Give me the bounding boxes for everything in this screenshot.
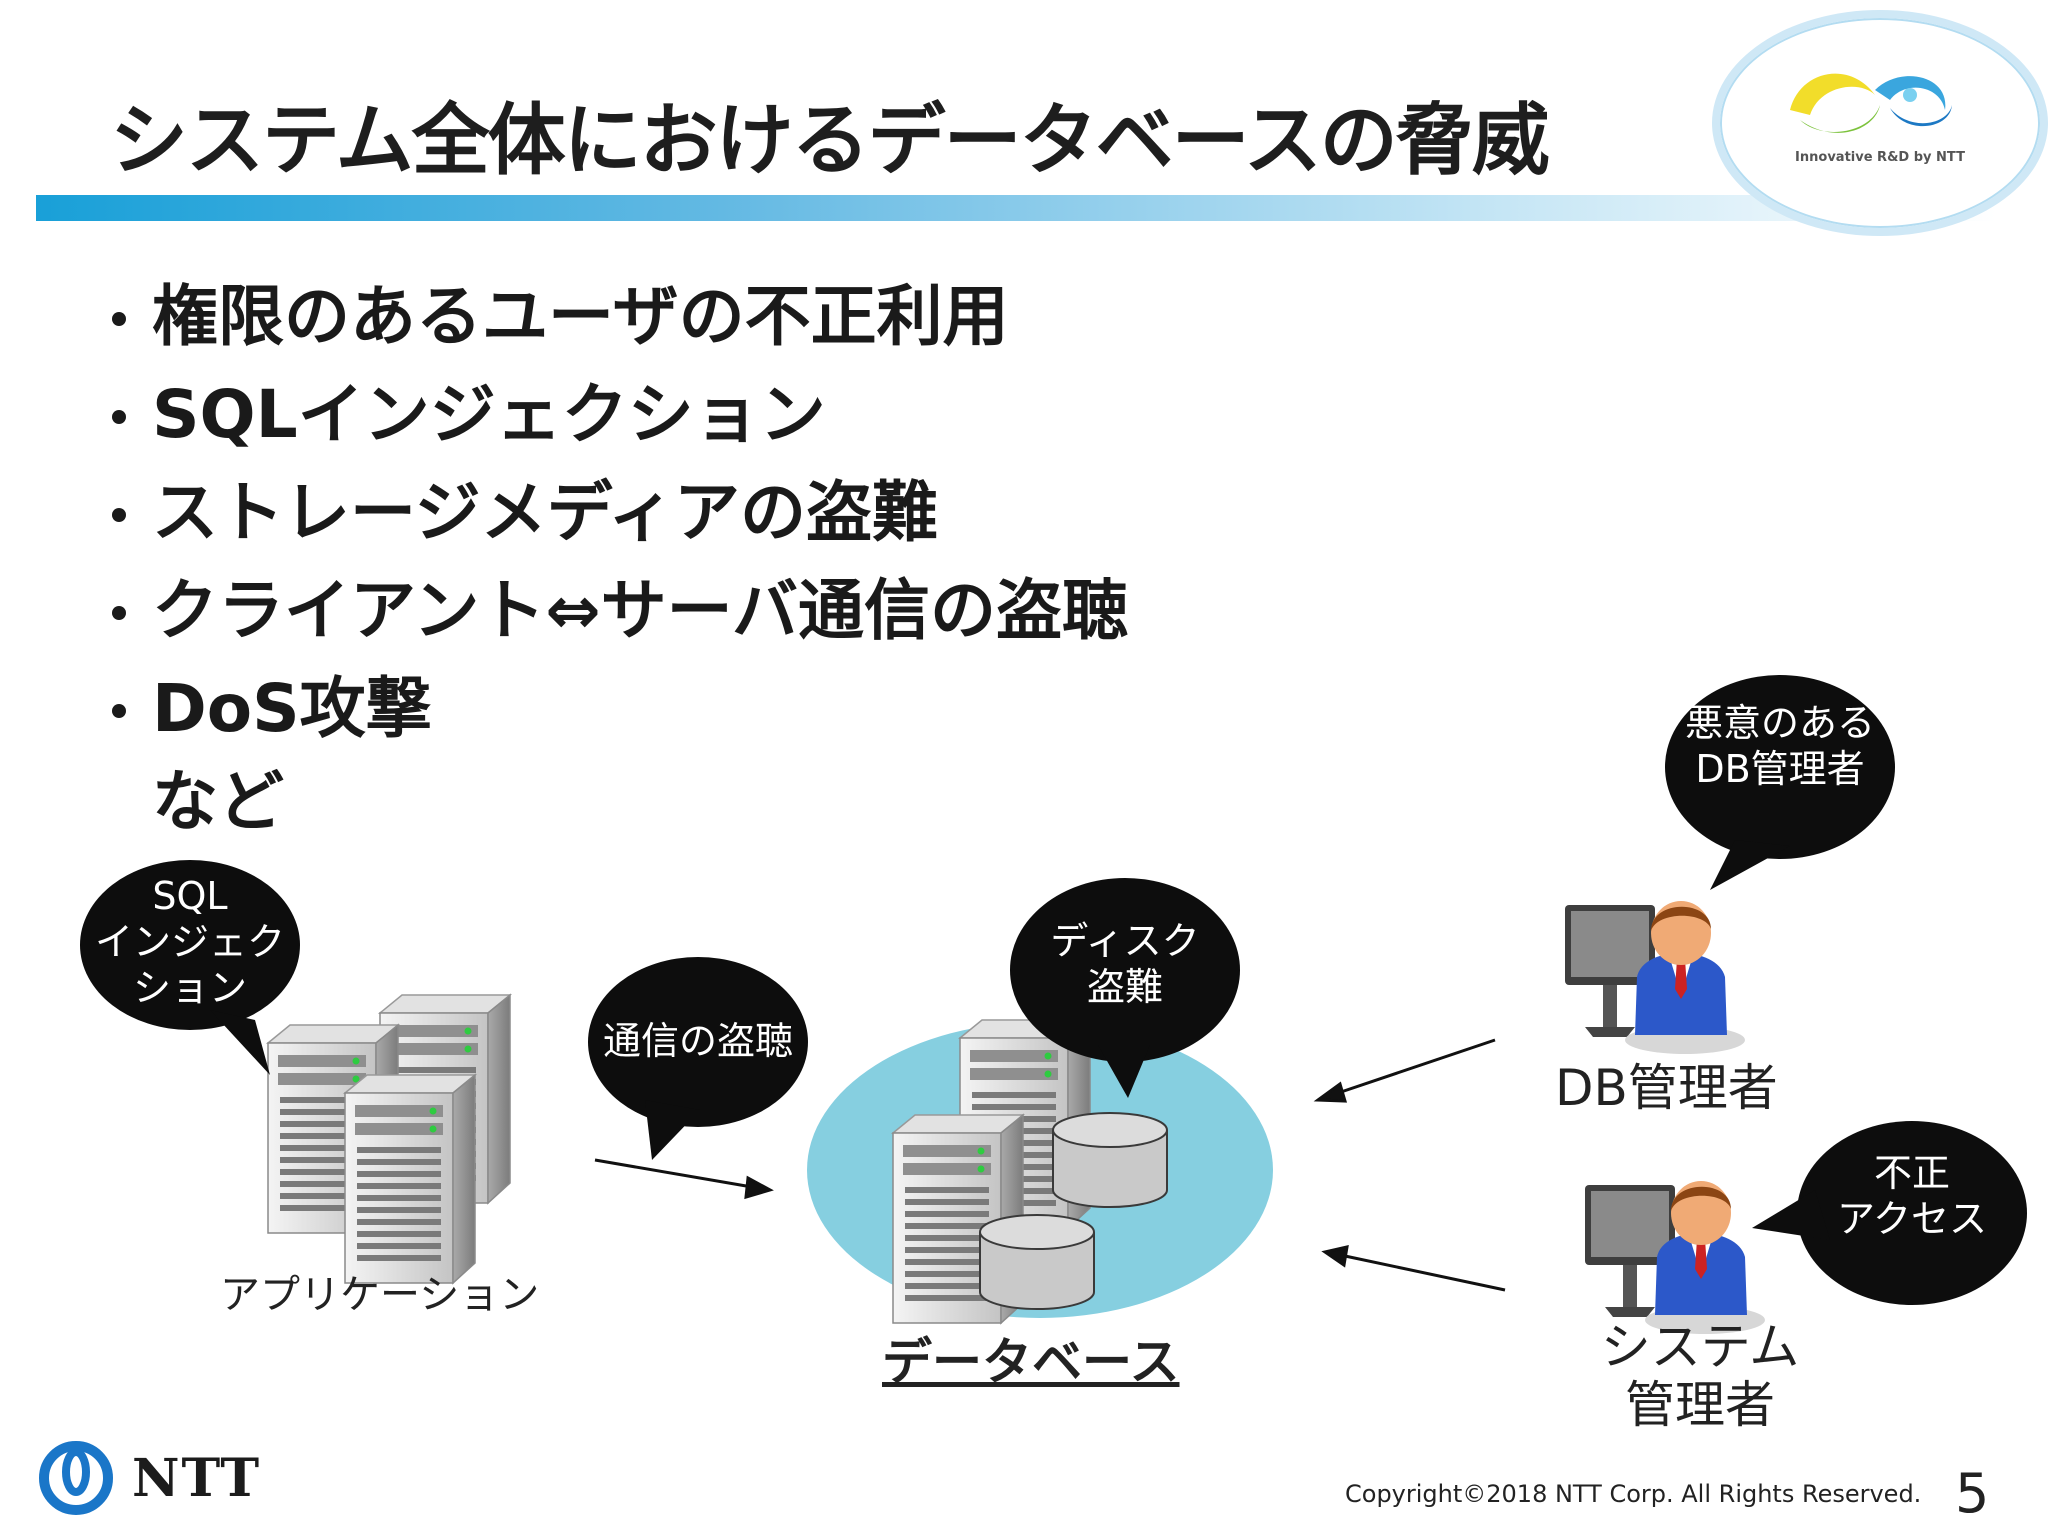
ntt-logo-icon bbox=[39, 1441, 113, 1515]
arrow-dbadmin-to-db bbox=[1337, 1038, 1496, 1095]
db-admin-label: DB管理者 bbox=[1555, 1059, 1778, 1117]
system-admin-person-icon bbox=[1585, 1181, 1765, 1334]
arrow-sysadmin-to-db bbox=[1344, 1254, 1506, 1292]
bullet-continuation: など bbox=[152, 763, 284, 840]
bubble-eavesdrop-text: 通信の盗聴 bbox=[602, 1019, 793, 1063]
bullet-item: SQLインジェクション bbox=[100, 366, 1128, 464]
database-label: データベース bbox=[882, 1333, 1180, 1391]
rnd-logo-icon bbox=[1790, 73, 1952, 133]
disk-icon bbox=[1052, 1112, 1168, 1208]
bubble-unauthorized-access-text: 不正 アクセス bbox=[1836, 1151, 1988, 1241]
threat-list: 権限のあるユーザの不正利用 SQLインジェクション ストレージメディアの盗難 ク… bbox=[100, 268, 1128, 758]
bullet-item: ストレージメディアの盗難 bbox=[100, 464, 1128, 562]
arrow-head bbox=[1313, 1081, 1348, 1103]
rnd-logo-tagline: Innovative R&D by NTT bbox=[1795, 150, 1965, 165]
disk-icon bbox=[979, 1214, 1095, 1310]
rnd-logo-oval bbox=[1712, 10, 2048, 236]
bubble-eavesdrop bbox=[588, 957, 808, 1127]
bubble-disk-theft bbox=[1010, 878, 1240, 1062]
bubble-malicious-admin bbox=[1665, 675, 1895, 859]
bubble-disk-theft-text: ディスク 盗難 bbox=[1050, 919, 1200, 1009]
arrow-head bbox=[744, 1175, 774, 1200]
bullet-item: 権限のあるユーザの不正利用 bbox=[100, 268, 1128, 366]
db-admin-person-icon bbox=[1565, 901, 1745, 1054]
page-title: システム全体におけるデータベースの脅威 bbox=[110, 96, 1550, 186]
bubble-unauthorized-access bbox=[1797, 1121, 2027, 1305]
title-underline-bar bbox=[36, 195, 1996, 221]
page-number: 5 bbox=[1955, 1462, 1990, 1525]
ntt-logo-text: NTT bbox=[132, 1448, 262, 1509]
copyright-text: Copyright©2018 NTT Corp. All Rights Rese… bbox=[1345, 1480, 1922, 1508]
bullet-item: クライアント⇔サーバ通信の盗聴 bbox=[100, 562, 1128, 660]
arrow-head bbox=[1321, 1245, 1349, 1268]
application-label: アプリケーション bbox=[220, 1272, 540, 1318]
arrow-app-to-db bbox=[594, 1158, 753, 1189]
app-server-icon bbox=[344, 1074, 476, 1284]
bullet-item: DoS攻撃 bbox=[100, 660, 1128, 758]
system-admin-label: システム 管理者 bbox=[1600, 1318, 1800, 1434]
bubble-malicious-admin-text: 悪意のある DB管理者 bbox=[1684, 701, 1875, 791]
bubble-sql-injection-text: SQL インジェク ション bbox=[94, 874, 285, 1010]
bubble-sql-injection bbox=[80, 860, 300, 1030]
